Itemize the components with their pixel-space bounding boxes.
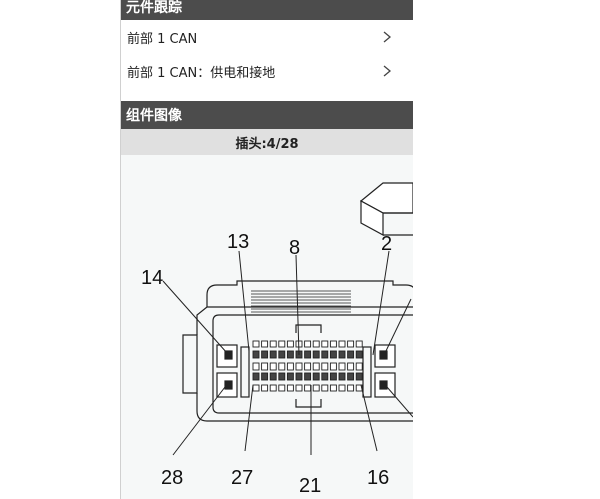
leader-lines [162,250,413,456]
pin-cavity [295,362,303,371]
pin-label-14: 14 [141,267,164,289]
pin-cavity [338,362,346,371]
pin-label-21: 21 [299,475,322,497]
pin-label-28: 28 [161,467,184,489]
pin-grid [252,340,363,392]
pin-cavity [295,372,303,381]
pin-cavity [278,350,286,359]
pin-cavity [347,372,355,381]
trace-item-can-power[interactable]: 前部 1 CAN：供电和接地 [121,54,413,88]
pin-cavity [312,372,320,381]
component-image-title: 组件图像 [126,108,182,124]
component-panel: 元件跟踪 前部 1 CAN 前部 1 CAN：供电和接地 组件图像 插头:4/2… [120,0,413,499]
pin-cavity [321,362,329,371]
pin-cavity [286,372,294,381]
pin-cavity [269,384,277,392]
pin-cavity [312,384,320,392]
pin-cavity [295,384,303,392]
pin-cavity [278,340,286,348]
pin-cavity [338,372,346,381]
pin-cavity [347,384,355,392]
pin-cavity [347,350,355,359]
pin-label-2: 2 [381,233,393,255]
pin-cavity [355,362,363,371]
pin-cavity [269,372,277,381]
trace-item-label: 前部 1 CAN：供电和接地 [127,65,276,81]
pin-cavity [338,350,346,359]
pin-cavity [261,340,269,348]
connector-label-bar: 插头:4/28 [121,129,413,155]
trace-item-label: 前部 1 CAN [127,31,198,47]
pin-cavity [355,350,363,359]
pin-cavity [261,350,269,359]
pin-cavity [329,362,337,371]
pin-cavity [278,372,286,381]
connector-diagram[interactable]: 13 8 2 14 28 27 21 16 [121,155,413,499]
pin-cavity [312,362,320,371]
connector-housing [182,280,413,422]
pin-cavity [269,350,277,359]
pin-cavity [286,384,294,392]
pin-cavity [355,340,363,348]
pin-label-8: 8 [289,237,301,259]
pin-cavity [338,340,346,348]
pin-cavity [286,362,294,371]
pin-cavity [329,350,337,359]
pin-cavity [261,362,269,371]
pin-cavity [278,384,286,392]
pin-cavity [286,340,294,348]
pin-label-16: 16 [367,467,390,489]
pin-cavity [304,362,312,371]
chevron-right-icon [383,65,392,77]
pin-cavity [278,362,286,371]
pin-cavity [304,372,312,381]
pin-cavity [252,372,260,381]
pin-cavity [286,350,294,359]
pin-cavity [261,384,269,392]
pin-cavity [321,340,329,348]
pin-cavity [321,350,329,359]
pin-cavity [347,340,355,348]
pin-cavity [304,340,312,348]
pin-cavity [329,384,337,392]
pin-cavity [304,384,312,392]
trace-title: 元件跟踪 [126,0,182,16]
connector-thumbnail-icon [359,182,413,237]
pin-cavity [329,372,337,381]
pin-cavity [304,350,312,359]
pin-cavity [252,340,260,348]
pin-cavity [312,340,320,348]
pin-cavity [338,384,346,392]
pin-cavity [252,350,260,359]
pin-cavity [329,340,337,348]
pin-cavity [312,350,320,359]
trace-header: 元件跟踪 [121,0,413,20]
component-image-header: 组件图像 [121,101,413,129]
connector-drawing [162,182,413,456]
pin-label-13: 13 [227,231,250,253]
pin-cavity [252,384,260,392]
pin-cavity [261,372,269,381]
connector-label: 插头:4/28 [235,136,299,152]
chevron-right-icon [383,31,392,43]
pin-label-27: 27 [231,467,254,489]
trace-item-can[interactable]: 前部 1 CAN [121,20,413,54]
pin-cavity [252,362,260,371]
pin-cavity [269,362,277,371]
pin-cavity [355,372,363,381]
pin-cavity [321,384,329,392]
pin-cavity [321,372,329,381]
pin-cavity [269,340,277,348]
pin-cavity [347,362,355,371]
